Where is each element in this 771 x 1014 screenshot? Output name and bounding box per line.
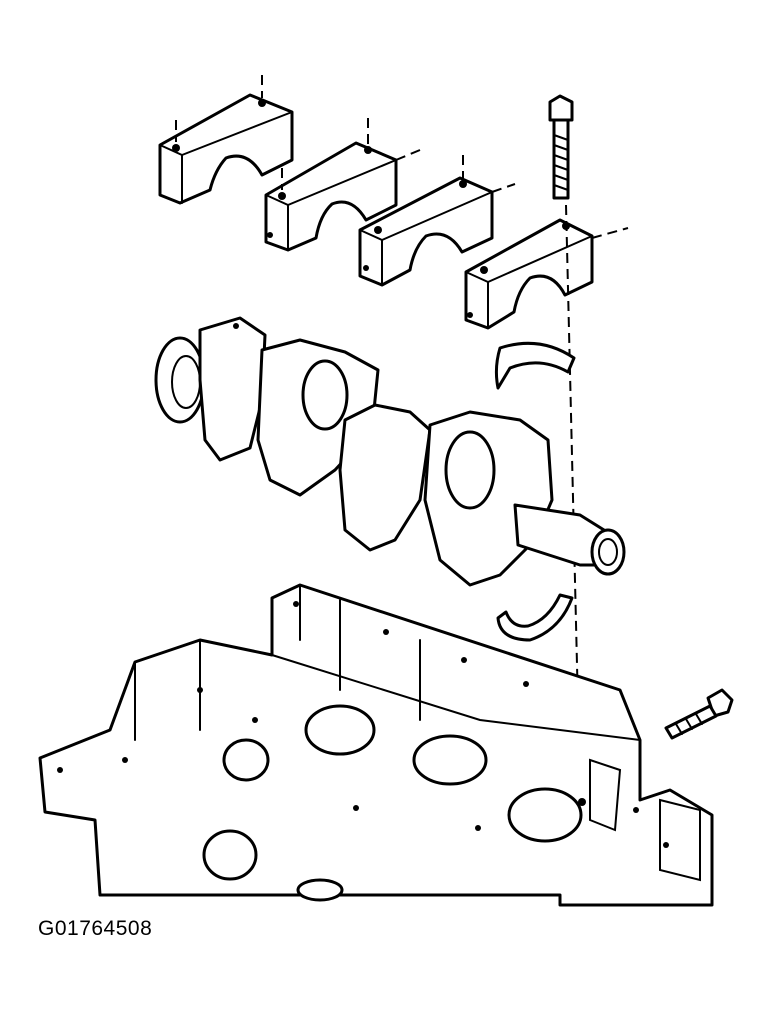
main-bearing-cap-1: [158, 75, 294, 205]
lower-bearing-shell: [496, 593, 574, 642]
main-bearing-cap-3: [358, 155, 516, 287]
figure-code: G01764508: [38, 917, 153, 940]
upper-bearing-shell: [494, 341, 576, 390]
main-bearing-cap-2: [264, 118, 421, 252]
bearing-cap-bolt: [548, 94, 574, 200]
main-bearing-cap-4: [464, 218, 629, 330]
side-bolt: [664, 688, 734, 740]
crankshaft: [154, 316, 626, 587]
engine-block: [38, 583, 714, 907]
